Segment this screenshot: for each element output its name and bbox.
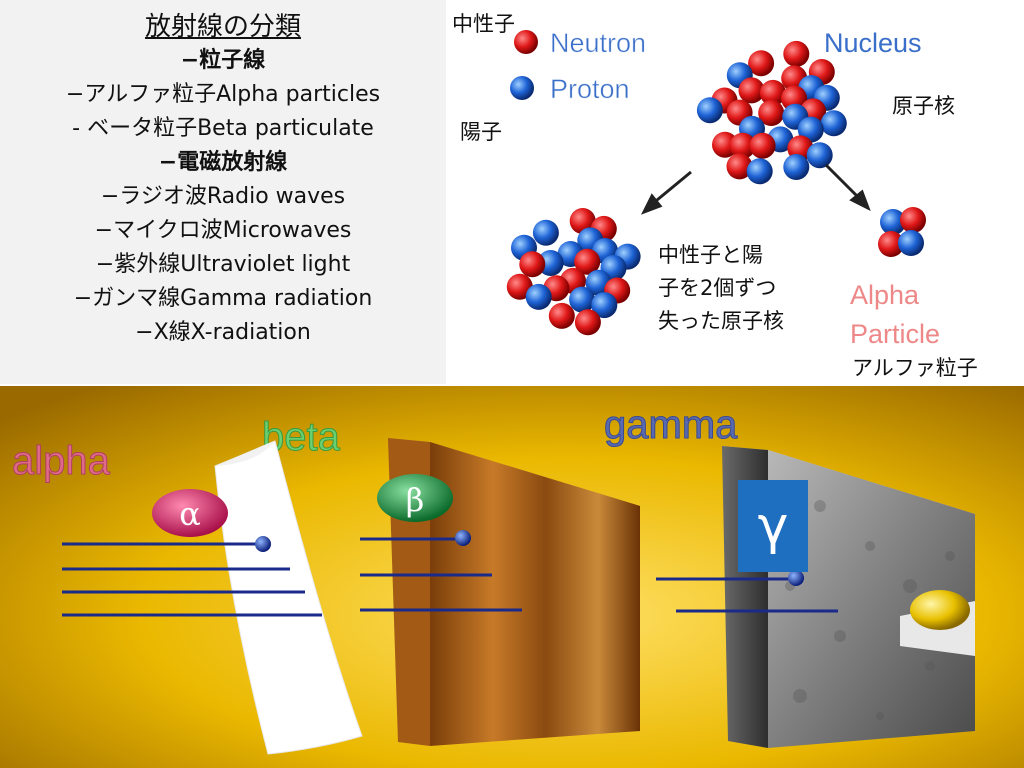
- list-item-uv: −紫外線Ultraviolet light: [95, 252, 351, 277]
- beta-particle-ball: [455, 530, 471, 546]
- nucleon: [569, 286, 596, 313]
- alpha-symbol: α: [179, 495, 201, 533]
- beta-badge: [377, 474, 453, 522]
- nucleon: [738, 77, 765, 104]
- list-item-beta: - ベータ粒子Beta particulate: [72, 116, 374, 141]
- alpha-particle-ball: [255, 536, 271, 552]
- list-item-gamma: −ガンマ線Gamma radiation: [73, 286, 373, 311]
- nucleon: [591, 292, 618, 319]
- nucleon: [729, 132, 756, 159]
- alpha-badge: [152, 489, 228, 537]
- jp-nucleus-label: 原子核: [892, 94, 955, 118]
- list-item-microwave: −マイクロ波Microwaves: [94, 218, 352, 243]
- alpha-heading: alpha: [12, 439, 111, 483]
- note-line-2: 子を2個ずつ: [658, 276, 777, 300]
- note-line-1: 中性子と陽: [658, 243, 763, 267]
- alpha-particle-graphic: [878, 207, 926, 257]
- nucleon: [820, 110, 847, 137]
- wood-block-side: [430, 442, 640, 746]
- nucleon: [759, 79, 786, 106]
- beta-rays: [360, 537, 522, 612]
- alpha-rays: [62, 542, 322, 617]
- nucleus-illustration-svg: Neutron Proton Nucleus Alpha Particle: [506, 28, 940, 349]
- proton-legend-label: Proton: [550, 74, 630, 104]
- gamma-symbol-box: γ: [738, 480, 808, 572]
- nucleon: [783, 154, 810, 180]
- gamma-heading: gamma: [604, 403, 738, 447]
- list-title: 放射線の分類: [144, 12, 301, 42]
- parent-nucleus: [696, 40, 847, 185]
- nucleon: [748, 50, 775, 77]
- classification-list: 放射線の分類 −粒子線 −アルファ粒子Alpha particles - ベータ…: [0, 0, 446, 384]
- penetration-illustration-svg: alpha beta gamma α β: [0, 386, 1024, 768]
- list-item-alpha: −アルファ粒子Alpha particles: [65, 82, 381, 107]
- lead-block-side: [768, 450, 975, 748]
- list-item-em-radiation: −電磁放射線: [158, 150, 288, 175]
- nucleon: [574, 309, 601, 336]
- jp-alpha-label: アルファ粒子: [852, 356, 978, 380]
- nucleon: [525, 283, 552, 310]
- gamma-rays: [656, 577, 838, 613]
- daughter-nucleus-note: 中性子と陽 子を2個ずつ 失った原子核: [650, 233, 830, 345]
- nucleon: [574, 248, 601, 275]
- gamma-particle-ball: [788, 570, 804, 586]
- nucleon: [746, 158, 773, 185]
- neutron-legend-label: Neutron: [550, 28, 646, 58]
- nucleon: [758, 100, 785, 126]
- jp-neutron-label: 中性子: [452, 12, 515, 36]
- alpha-particle-label-1: Alpha: [850, 280, 920, 310]
- nucleon: [726, 153, 753, 180]
- nucleon: [519, 251, 546, 278]
- list-item-xray: −X線X-radiation: [135, 320, 311, 345]
- gamma-exit-ball: [910, 590, 970, 630]
- nucleon: [806, 142, 833, 169]
- penetration-illustration: alpha beta gamma α β: [0, 386, 1024, 768]
- daughter-nucleus: [506, 208, 641, 336]
- nucleon: [749, 132, 776, 159]
- list-item-particle-radiation: −粒子線: [180, 48, 266, 73]
- nucleon: [696, 97, 723, 124]
- note-line-3: 失った原子核: [658, 309, 784, 333]
- nucleon: [548, 302, 575, 329]
- nucleus-label: Nucleus: [824, 28, 922, 58]
- alpha-particle-label-2: Particle: [850, 319, 940, 349]
- list-item-radio: −ラジオ波Radio waves: [100, 184, 346, 209]
- nucleon: [532, 219, 559, 246]
- jp-proton-label: 陽子: [460, 120, 502, 144]
- proton-legend-icon: [510, 76, 534, 100]
- nucleus-illustration: Neutron Proton Nucleus Alpha Particle 中性…: [446, 0, 1024, 375]
- nucleon: [783, 40, 810, 67]
- lead-texture: [785, 500, 955, 720]
- decay-arrows: [640, 163, 871, 215]
- neutron-legend-icon: [514, 30, 538, 54]
- beta-symbol: β: [406, 481, 425, 519]
